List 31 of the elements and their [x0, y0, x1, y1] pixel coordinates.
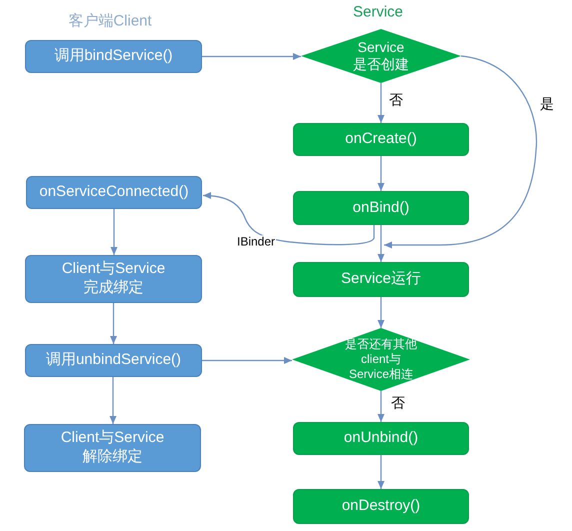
decision-diamond: 是否还有其他client与Service相连 — [292, 328, 470, 391]
arrow — [378, 391, 384, 422]
process-box: Service运行 — [293, 262, 469, 297]
arrow — [202, 53, 301, 60]
arrow — [378, 156, 384, 191]
arrow — [378, 455, 384, 489]
process-box: Client与Service解除绑定 — [24, 424, 201, 472]
edge-label: 否 — [388, 92, 404, 108]
arrow — [110, 377, 116, 424]
arrow — [378, 297, 384, 328]
process-box: onCreate() — [293, 123, 469, 156]
decision-diamond: Service是否创建 — [301, 29, 461, 83]
arrow — [384, 55, 538, 248]
column-heading: 客户端Client — [68, 12, 152, 30]
process-box: 调用unbindService() — [25, 344, 202, 377]
process-box: onDestroy() — [293, 489, 469, 524]
process-box: onUnbind() — [293, 422, 469, 455]
arrow — [378, 225, 384, 262]
arrow — [110, 303, 117, 344]
column-heading: Service — [352, 4, 404, 20]
process-box: Client与Service完成绑定 — [25, 255, 202, 303]
arrow — [378, 83, 384, 123]
process-box: onBind() — [293, 191, 469, 225]
process-box: 调用bindService() — [25, 40, 202, 73]
arrow — [202, 192, 375, 246]
arrow — [110, 209, 118, 255]
edge-label: IBinder — [236, 235, 276, 249]
process-box: onServiceConnected() — [26, 176, 202, 209]
arrow — [202, 357, 292, 364]
edge-label: 是 — [539, 96, 555, 112]
edge-label: 否 — [390, 395, 406, 411]
